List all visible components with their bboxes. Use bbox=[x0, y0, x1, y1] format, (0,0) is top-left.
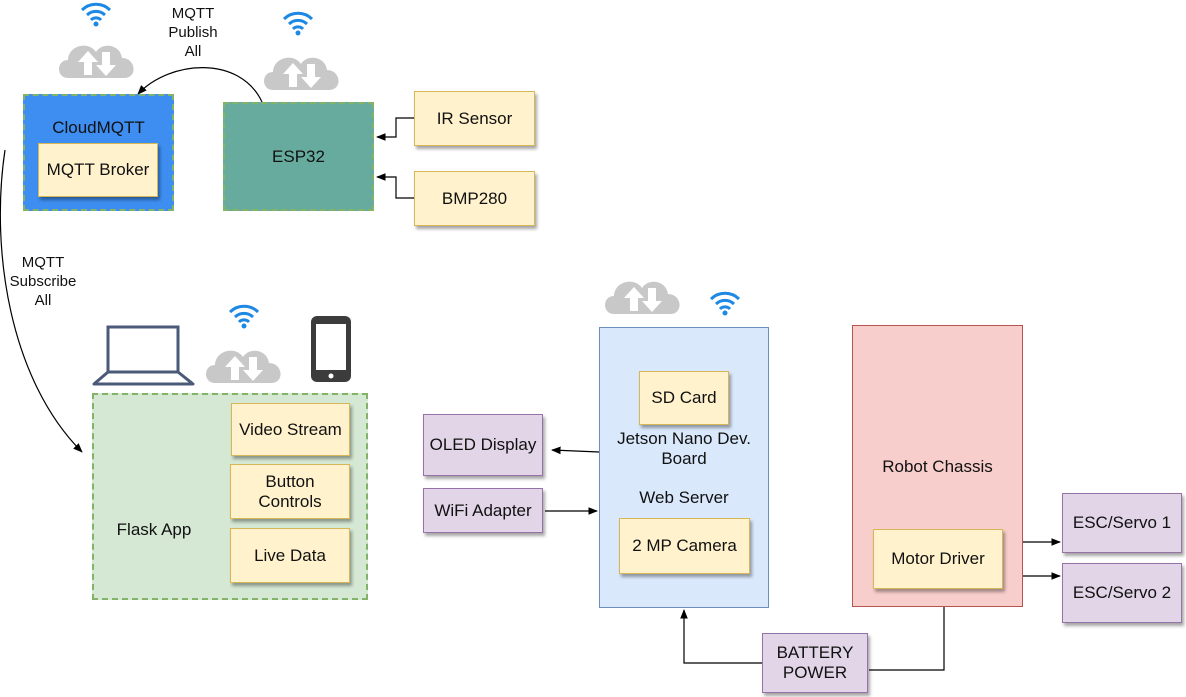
esc-servo-1-node[interactable]: ESC/Servo 1 bbox=[1062, 493, 1182, 553]
ir-to-esp32-arrow bbox=[376, 117, 414, 141]
esp32-node[interactable]: ESP32 bbox=[223, 102, 374, 211]
wifi-icon bbox=[228, 304, 260, 330]
battery-to-jetson-arrow bbox=[680, 609, 762, 664]
camera-node[interactable]: 2 MP Camera bbox=[619, 518, 750, 574]
cloud-icon bbox=[59, 45, 134, 78]
cloud-icon bbox=[264, 57, 339, 90]
cloud-icon bbox=[605, 281, 680, 314]
jetson-board-label: Jetson Nano Dev. Board bbox=[617, 429, 751, 468]
video-stream-node[interactable]: Video Stream bbox=[231, 403, 350, 456]
laptop-icon bbox=[92, 325, 195, 386]
esp32-title: ESP32 bbox=[272, 146, 325, 166]
wifi-icon bbox=[709, 291, 741, 317]
wifi-icon bbox=[80, 2, 112, 29]
cloud-icon bbox=[206, 350, 281, 383]
battery-to-motor-arrow bbox=[869, 589, 948, 671]
battery-power-node[interactable]: BATTERY POWER bbox=[762, 633, 868, 693]
jetson-to-oled-arrow bbox=[551, 446, 600, 455]
mqtt-publish-note: MQTT Publish All bbox=[168, 5, 218, 60]
ir-sensor-node[interactable]: IR Sensor bbox=[414, 91, 535, 146]
subscribe-arrow bbox=[0, 149, 83, 453]
bmp280-node[interactable]: BMP280 bbox=[414, 171, 535, 226]
wifi-icon bbox=[282, 11, 314, 38]
bmp-to-esp32-arrow bbox=[376, 173, 414, 199]
publish-arrow bbox=[137, 67, 263, 103]
live-data-node[interactable]: Live Data bbox=[230, 528, 350, 583]
mqtt-subscribe-note: MQTT Subscribe All bbox=[9, 254, 77, 309]
flask-app-title: Flask App bbox=[116, 520, 192, 539]
sd-card-node[interactable]: SD Card bbox=[639, 371, 729, 425]
esc-servo-2-node[interactable]: ESC/Servo 2 bbox=[1062, 563, 1182, 623]
wifi-adapter-node[interactable]: WiFi Adapter bbox=[423, 488, 543, 533]
cloudmqtt-title: CloudMQTT bbox=[52, 118, 145, 137]
web-server-label: Web Server bbox=[639, 488, 729, 507]
motor-driver-node[interactable]: Motor Driver bbox=[873, 529, 1003, 589]
robot-chassis-title: Robot Chassis bbox=[882, 457, 993, 476]
mqtt-broker-node[interactable]: MQTT Broker bbox=[38, 143, 158, 197]
phone-icon bbox=[311, 316, 351, 382]
oled-display-node[interactable]: OLED Display bbox=[423, 414, 543, 476]
button-controls-node[interactable]: Button Controls bbox=[230, 464, 350, 519]
